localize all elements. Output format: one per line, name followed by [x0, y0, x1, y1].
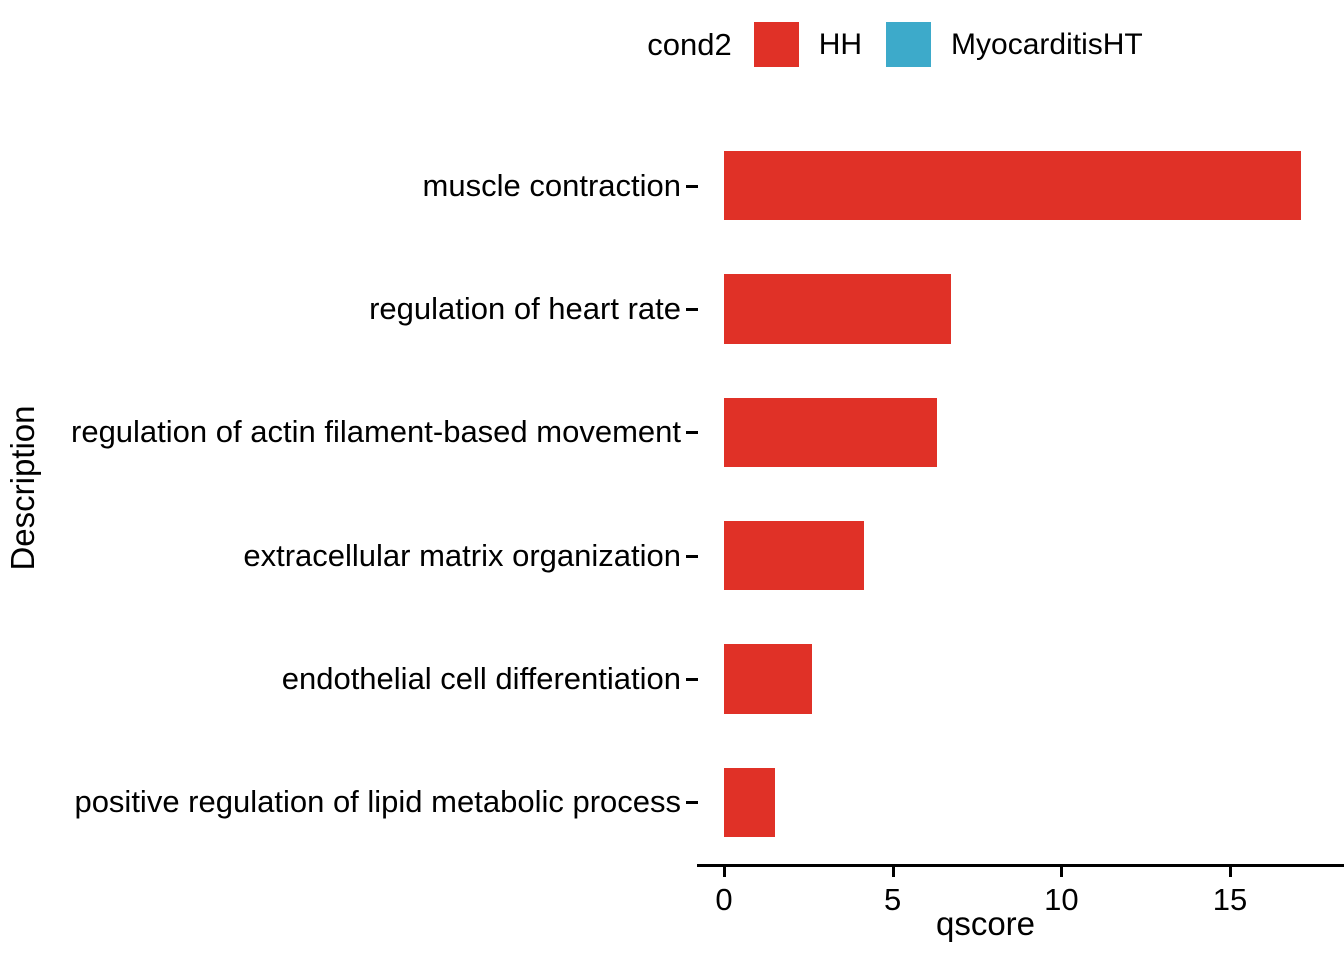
- legend-swatch-hh: [753, 22, 799, 67]
- bar-hh[interactable]: [724, 521, 864, 591]
- y-axis-title-text: Description: [4, 405, 41, 571]
- y-tick-label: regulation of heart rate: [369, 291, 681, 326]
- x-axis-title-text: qscore: [935, 905, 1036, 942]
- x-tick-label: 0: [715, 882, 733, 917]
- bar-row: [697, 397, 1344, 467]
- legend-title: cond2: [647, 27, 732, 62]
- x-tick-label: 15: [1212, 882, 1248, 917]
- bar-hh[interactable]: [724, 151, 1301, 221]
- y-tick-label: endothelial cell differentiation: [281, 661, 681, 696]
- legend-label-myocarditisht: MyocarditisHT: [951, 27, 1143, 61]
- bar-hh[interactable]: [724, 644, 813, 714]
- x-tick-mark: [1229, 864, 1232, 877]
- x-tick-mark: [1060, 864, 1064, 877]
- bar-row: [697, 767, 1344, 837]
- legend-swatch-myocarditisht: [886, 22, 932, 67]
- bar-hh[interactable]: [724, 397, 937, 467]
- bar-row: [697, 151, 1344, 221]
- y-tick-mark: [686, 184, 698, 188]
- y-tick-mark: [686, 431, 698, 435]
- y-tick-label: muscle contraction: [422, 167, 681, 203]
- y-tick-mark: [686, 554, 698, 558]
- bar-row: [697, 521, 1344, 591]
- bar-hh[interactable]: [724, 274, 952, 344]
- bar-hh[interactable]: [724, 767, 775, 837]
- legend-item-myocarditisht[interactable]: MyocarditisHT: [886, 22, 1143, 67]
- legend-item-hh[interactable]: HH: [753, 22, 863, 67]
- y-tick-mark: [686, 801, 698, 805]
- y-tick-label: extracellular matrix organization: [243, 537, 681, 573]
- x-tick-label: 5: [884, 882, 902, 917]
- x-tick-mark: [723, 864, 726, 877]
- x-axis-line: [697, 864, 1344, 867]
- y-tick-mark: [686, 678, 698, 681]
- x-axis-title: qscore: [697, 905, 1344, 943]
- y-tick-label: positive regulation of lipid metabolic p…: [74, 784, 681, 820]
- x-tick-mark: [891, 864, 895, 877]
- x-tick-label: 10: [1044, 882, 1079, 917]
- legend: cond2 HH MyocarditisHT: [0, 22, 1344, 67]
- bar-row: [697, 274, 1344, 344]
- bar-row: [697, 644, 1344, 714]
- y-axis-title: Description: [0, 0, 46, 960]
- y-tick-label: regulation of actin filament-based movem…: [71, 414, 681, 450]
- plot-panel: [697, 124, 1344, 864]
- legend-label-hh: HH: [818, 27, 863, 61]
- y-tick-mark: [686, 308, 698, 311]
